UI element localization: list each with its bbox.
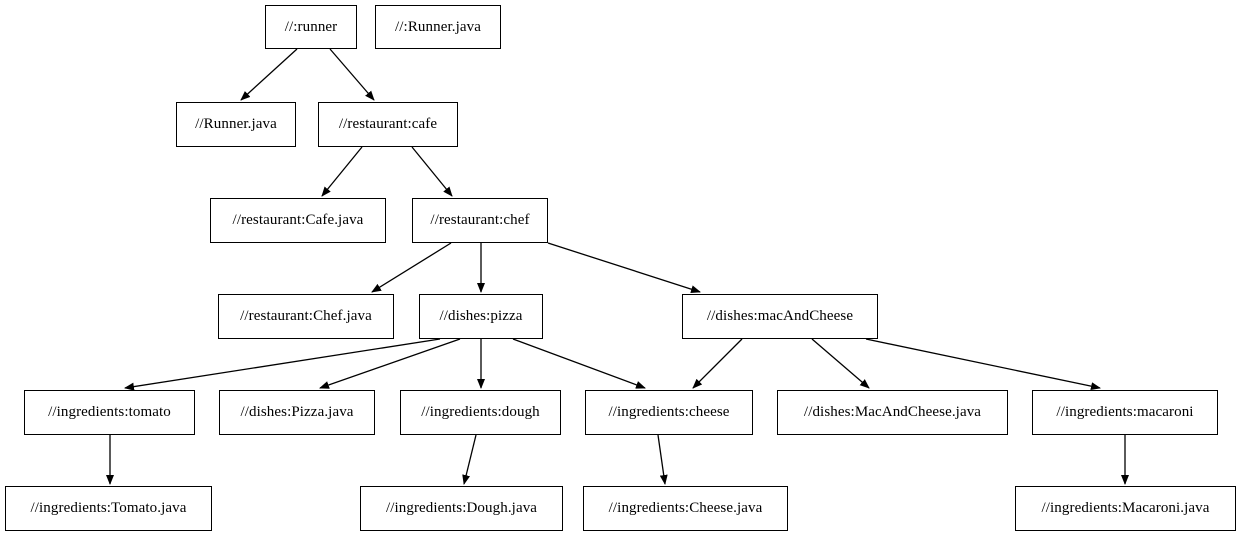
- graph-edge-dishes_mac-to-ing_cheese: [692, 338, 743, 389]
- graph-node-ing_macaroni[interactable]: //ingredients:macaroni: [1032, 390, 1218, 435]
- graph-node-label: //dishes:MacAndCheese.java: [803, 404, 982, 420]
- graph-edge-restaurant_cafe-to-cafe_java: [321, 146, 363, 197]
- graph-edge-dishes_pizza-to-ing_tomato: [124, 338, 441, 391]
- graph-node-label: //restaurant:Chef.java: [240, 308, 372, 324]
- graph-edge-dishes_mac-to-ing_macaroni: [865, 338, 1101, 391]
- graph-edge-restaurant_chef-to-chef_java: [371, 242, 452, 293]
- graph-node-dishes_pizza[interactable]: //dishes:pizza: [419, 294, 543, 339]
- graph-edge-ing_dough-to-dough_java: [462, 434, 477, 485]
- graph-node-cafe_java[interactable]: //restaurant:Cafe.java: [210, 198, 386, 243]
- graph-edge-runner-to-restaurant_cafe: [329, 48, 375, 101]
- graph-edge-dishes_pizza-to-ing_cheese: [512, 338, 646, 389]
- graph-node-label: //dishes:macAndCheese: [706, 308, 854, 324]
- graph-node-label: //ingredients:Macaroni.java: [1041, 500, 1210, 516]
- graph-node-ing_tomato[interactable]: //ingredients:tomato: [24, 390, 195, 435]
- graph-edge-ing_cheese-to-cheese_java: [657, 434, 668, 485]
- graph-edge-restaurant_cafe-to-restaurant_chef: [411, 146, 453, 197]
- graph-node-label: //ingredients:macaroni: [1056, 404, 1194, 420]
- graph-node-dough_java[interactable]: //ingredients:Dough.java: [360, 486, 563, 531]
- graph-node-label: //ingredients:cheese: [608, 404, 730, 420]
- graph-node-label: //Runner.java: [195, 116, 277, 132]
- graph-node-label: //ingredients:Tomato.java: [30, 500, 187, 516]
- graph-node-label: //restaurant:Cafe.java: [232, 212, 364, 228]
- graph-node-label: //ingredients:tomato: [48, 404, 171, 420]
- graph-node-label: //dishes:Pizza.java: [240, 404, 354, 420]
- graph-edge-restaurant_chef-to-dishes_mac: [547, 242, 701, 294]
- graph-node-pizza_java[interactable]: //dishes:Pizza.java: [219, 390, 375, 435]
- graph-node-restaurant_chef[interactable]: //restaurant:chef: [412, 198, 548, 243]
- graph-node-dishes_mac[interactable]: //dishes:macAndCheese: [682, 294, 878, 339]
- graph-node-runner[interactable]: //:runner: [265, 5, 357, 49]
- graph-node-mac_java[interactable]: //dishes:MacAndCheese.java: [777, 390, 1008, 435]
- graph-node-macaroni_java[interactable]: //ingredients:Macaroni.java: [1015, 486, 1236, 531]
- graph-node-chef_java[interactable]: //restaurant:Chef.java: [218, 294, 394, 339]
- graph-node-cheese_java[interactable]: //ingredients:Cheese.java: [583, 486, 788, 531]
- graph-node-tomato_java[interactable]: //ingredients:Tomato.java: [5, 486, 212, 531]
- graph-node-runner_java[interactable]: //Runner.java: [176, 102, 296, 147]
- graph-node-label: //ingredients:Cheese.java: [608, 500, 763, 516]
- graph-node-runner_java_root[interactable]: //:Runner.java: [375, 5, 501, 49]
- graph-node-label: //:Runner.java: [395, 18, 481, 35]
- graph-node-label: //restaurant:cafe: [338, 116, 438, 132]
- graph-edge-dishes_pizza-to-pizza_java: [319, 338, 461, 389]
- graph-node-ing_dough[interactable]: //ingredients:dough: [400, 390, 561, 435]
- graph-node-label: //dishes:pizza: [439, 308, 523, 324]
- graph-node-restaurant_cafe[interactable]: //restaurant:cafe: [318, 102, 458, 147]
- graph-node-label: //restaurant:chef: [430, 212, 530, 228]
- graph-node-label: //ingredients:dough: [421, 404, 540, 420]
- graph-edge-runner-to-runner_java: [240, 48, 298, 101]
- graph-edge-dishes_mac-to-mac_java: [811, 338, 870, 389]
- graph-node-label: //ingredients:Dough.java: [385, 500, 538, 516]
- graph-node-ing_cheese[interactable]: //ingredients:cheese: [585, 390, 753, 435]
- graph-node-label: //:runner: [284, 18, 338, 35]
